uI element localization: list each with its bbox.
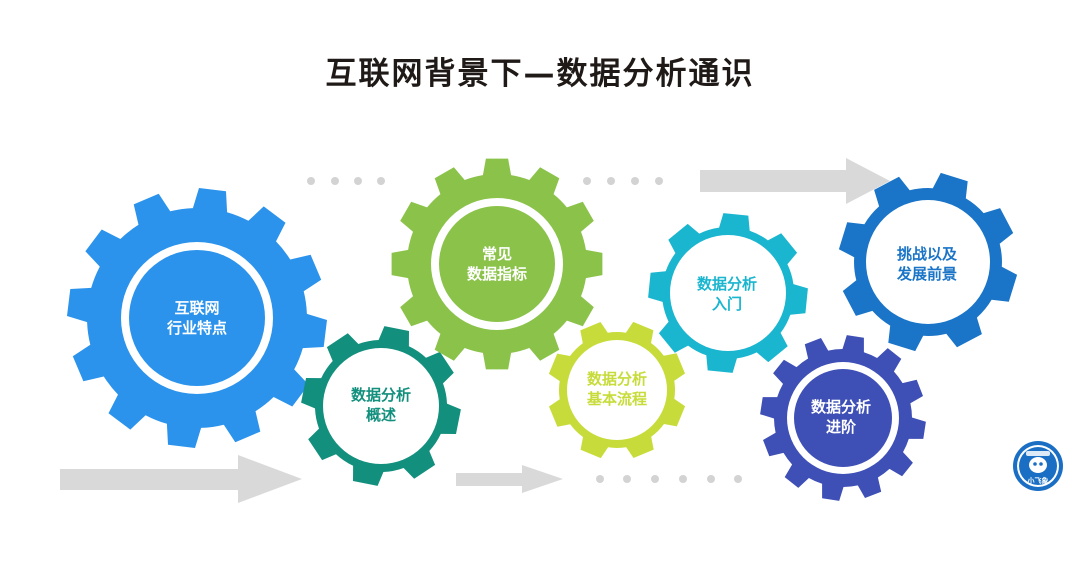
gear-internet-line2: 行业特点 [166,319,228,337]
gear-process-line2: 基本流程 [586,390,648,408]
gear-intro-line1: 数据分析 [696,274,758,293]
gear-metrics-label[interactable]: 常见 数据指标 [467,244,527,285]
arrow-bottom-middle [456,465,563,493]
gear-metrics-line1: 常见 [481,244,513,263]
gear-metrics-line2: 数据指标 [466,265,528,283]
svg-text:小飞象: 小飞象 [1027,476,1049,485]
gear-future-line1: 挑战以及 [896,244,958,263]
gear-overview-line1: 数据分析 [350,385,412,404]
elephant-mascot-icon: 小飞象 [1013,441,1063,491]
gear-process-icon[interactable] [548,321,686,459]
gear-intro-line2: 入门 [711,295,743,313]
gear-future-label[interactable]: 挑战以及 发展前景 [897,244,957,285]
gear-intro-label[interactable]: 数据分析 入门 [697,274,757,315]
gear-process-line1: 数据分析 [586,369,648,388]
arrow-bottom-left [60,455,302,503]
arrow-top-right [700,158,890,204]
dots-bottom [596,475,742,483]
gear-intro-icon[interactable] [648,213,808,373]
gear-overview-line2: 概述 [365,406,397,424]
gear-future-icon[interactable] [838,172,1018,352]
gear-advanced-label[interactable]: 数据分析 进阶 [811,397,871,438]
dots-top-left [307,177,385,185]
gear-metrics-icon[interactable] [391,158,603,370]
gear-internet-line1: 互联网 [174,298,220,317]
gear-overview-label[interactable]: 数据分析 概述 [351,385,411,426]
gear-process-label[interactable]: 数据分析 基本流程 [587,369,647,410]
gear-advanced-line1: 数据分析 [810,397,872,416]
gear-internet-icon[interactable] [67,188,327,448]
gear-advanced-line2: 进阶 [825,418,857,436]
gear-advanced-icon[interactable] [760,335,926,501]
dots-top-middle [583,177,663,185]
gear-internet-label[interactable]: 互联网 行业特点 [167,298,227,339]
gear-future-line2: 发展前景 [896,265,958,283]
page-title: 互联网背景下—数据分析通识 [325,56,755,92]
gear-overview-icon[interactable] [301,326,461,486]
